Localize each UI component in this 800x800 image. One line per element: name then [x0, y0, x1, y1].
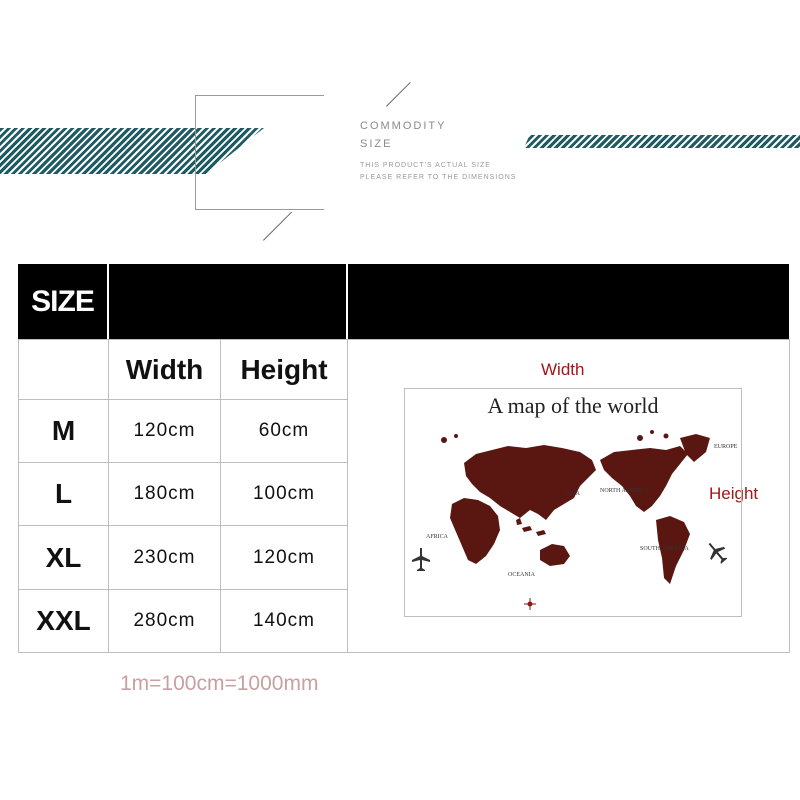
airplane-icon [412, 548, 430, 571]
width-cell: 180cm [108, 462, 221, 526]
header-diagonal-line [386, 81, 411, 107]
map-label-south-america: SOUTH AMERICA [640, 546, 690, 552]
width-cell: 120cm [108, 399, 221, 463]
unit-conversion-note: 1m=100cm=1000mm [120, 672, 319, 695]
size-label: XL [45, 541, 82, 573]
header-size: SIZE [360, 138, 393, 150]
width-value: 280cm [133, 610, 196, 631]
compass-icon [524, 598, 536, 610]
header-small-line-1: THIS PRODUCT'S ACTUAL SIZE [360, 162, 491, 169]
header-black-cell [109, 264, 346, 339]
height-value: 60cm [258, 420, 310, 441]
size-title-cell: SIZE [18, 264, 107, 339]
width-cell: 280cm [108, 589, 221, 653]
world-map-graphic: ASIA AFRICA OCEANIA EUROPE NORTH AMERICA… [412, 430, 738, 610]
map-height-label: Height [709, 484, 759, 503]
column-header-height: Height [220, 339, 348, 400]
empty-corner-cell [18, 339, 109, 400]
size-cell: M [18, 399, 109, 463]
width-cell: 230cm [108, 525, 221, 590]
width-value: 120cm [133, 420, 196, 441]
height-cell: 120cm [220, 525, 348, 590]
map-land-south-america [656, 516, 690, 584]
column-header-height-label: Height [240, 353, 328, 385]
airplane-icon [708, 542, 728, 564]
height-cell: 60cm [220, 399, 348, 463]
header-stripe-right [524, 135, 800, 148]
map-label-europe: EUROPE [714, 444, 738, 450]
header-black-cell-wide [348, 264, 789, 339]
size-label: L [54, 478, 73, 509]
height-value: 140cm [252, 610, 316, 631]
height-value: 100cm [252, 483, 316, 504]
column-header-width-label: Width [125, 353, 204, 385]
map-land-eurasia [464, 445, 596, 520]
map-land-africa [450, 498, 500, 564]
size-cell: XXL [18, 589, 109, 653]
map-title: A map of the world [487, 393, 659, 418]
size-cell: L [18, 462, 109, 526]
map-illustration-cell [347, 339, 790, 653]
size-label: M [51, 415, 76, 446]
header-commodity: COMMODITY [360, 120, 447, 132]
map-land-north-america [600, 446, 688, 512]
map-land-greenland [680, 434, 710, 462]
size-cell: XL [18, 525, 109, 590]
height-value: 120cm [252, 546, 316, 568]
size-title: SIZE [31, 284, 95, 318]
width-value: 230cm [133, 546, 196, 568]
map-land-australia [540, 544, 570, 566]
map-label-africa: AFRICA [426, 534, 449, 540]
map-label-oceania: OCEANIA [508, 572, 536, 578]
height-cell: 140cm [220, 589, 348, 653]
map-frame [404, 388, 742, 617]
height-cell: 100cm [220, 462, 348, 526]
header-frame [195, 95, 324, 210]
map-width-label: Width [541, 360, 585, 379]
header-diagonal-line [263, 211, 292, 241]
column-header-width: Width [108, 339, 221, 400]
map-label-asia: ASIA [566, 491, 581, 497]
header-small-line-2: PLEASE REFER TO THE DIMENSIONS [360, 174, 517, 181]
map-label-north-america: NORTH AMERICA [600, 488, 650, 494]
width-value: 180cm [133, 483, 196, 504]
size-label: XXL [36, 605, 91, 636]
map-land-islands [516, 518, 546, 536]
